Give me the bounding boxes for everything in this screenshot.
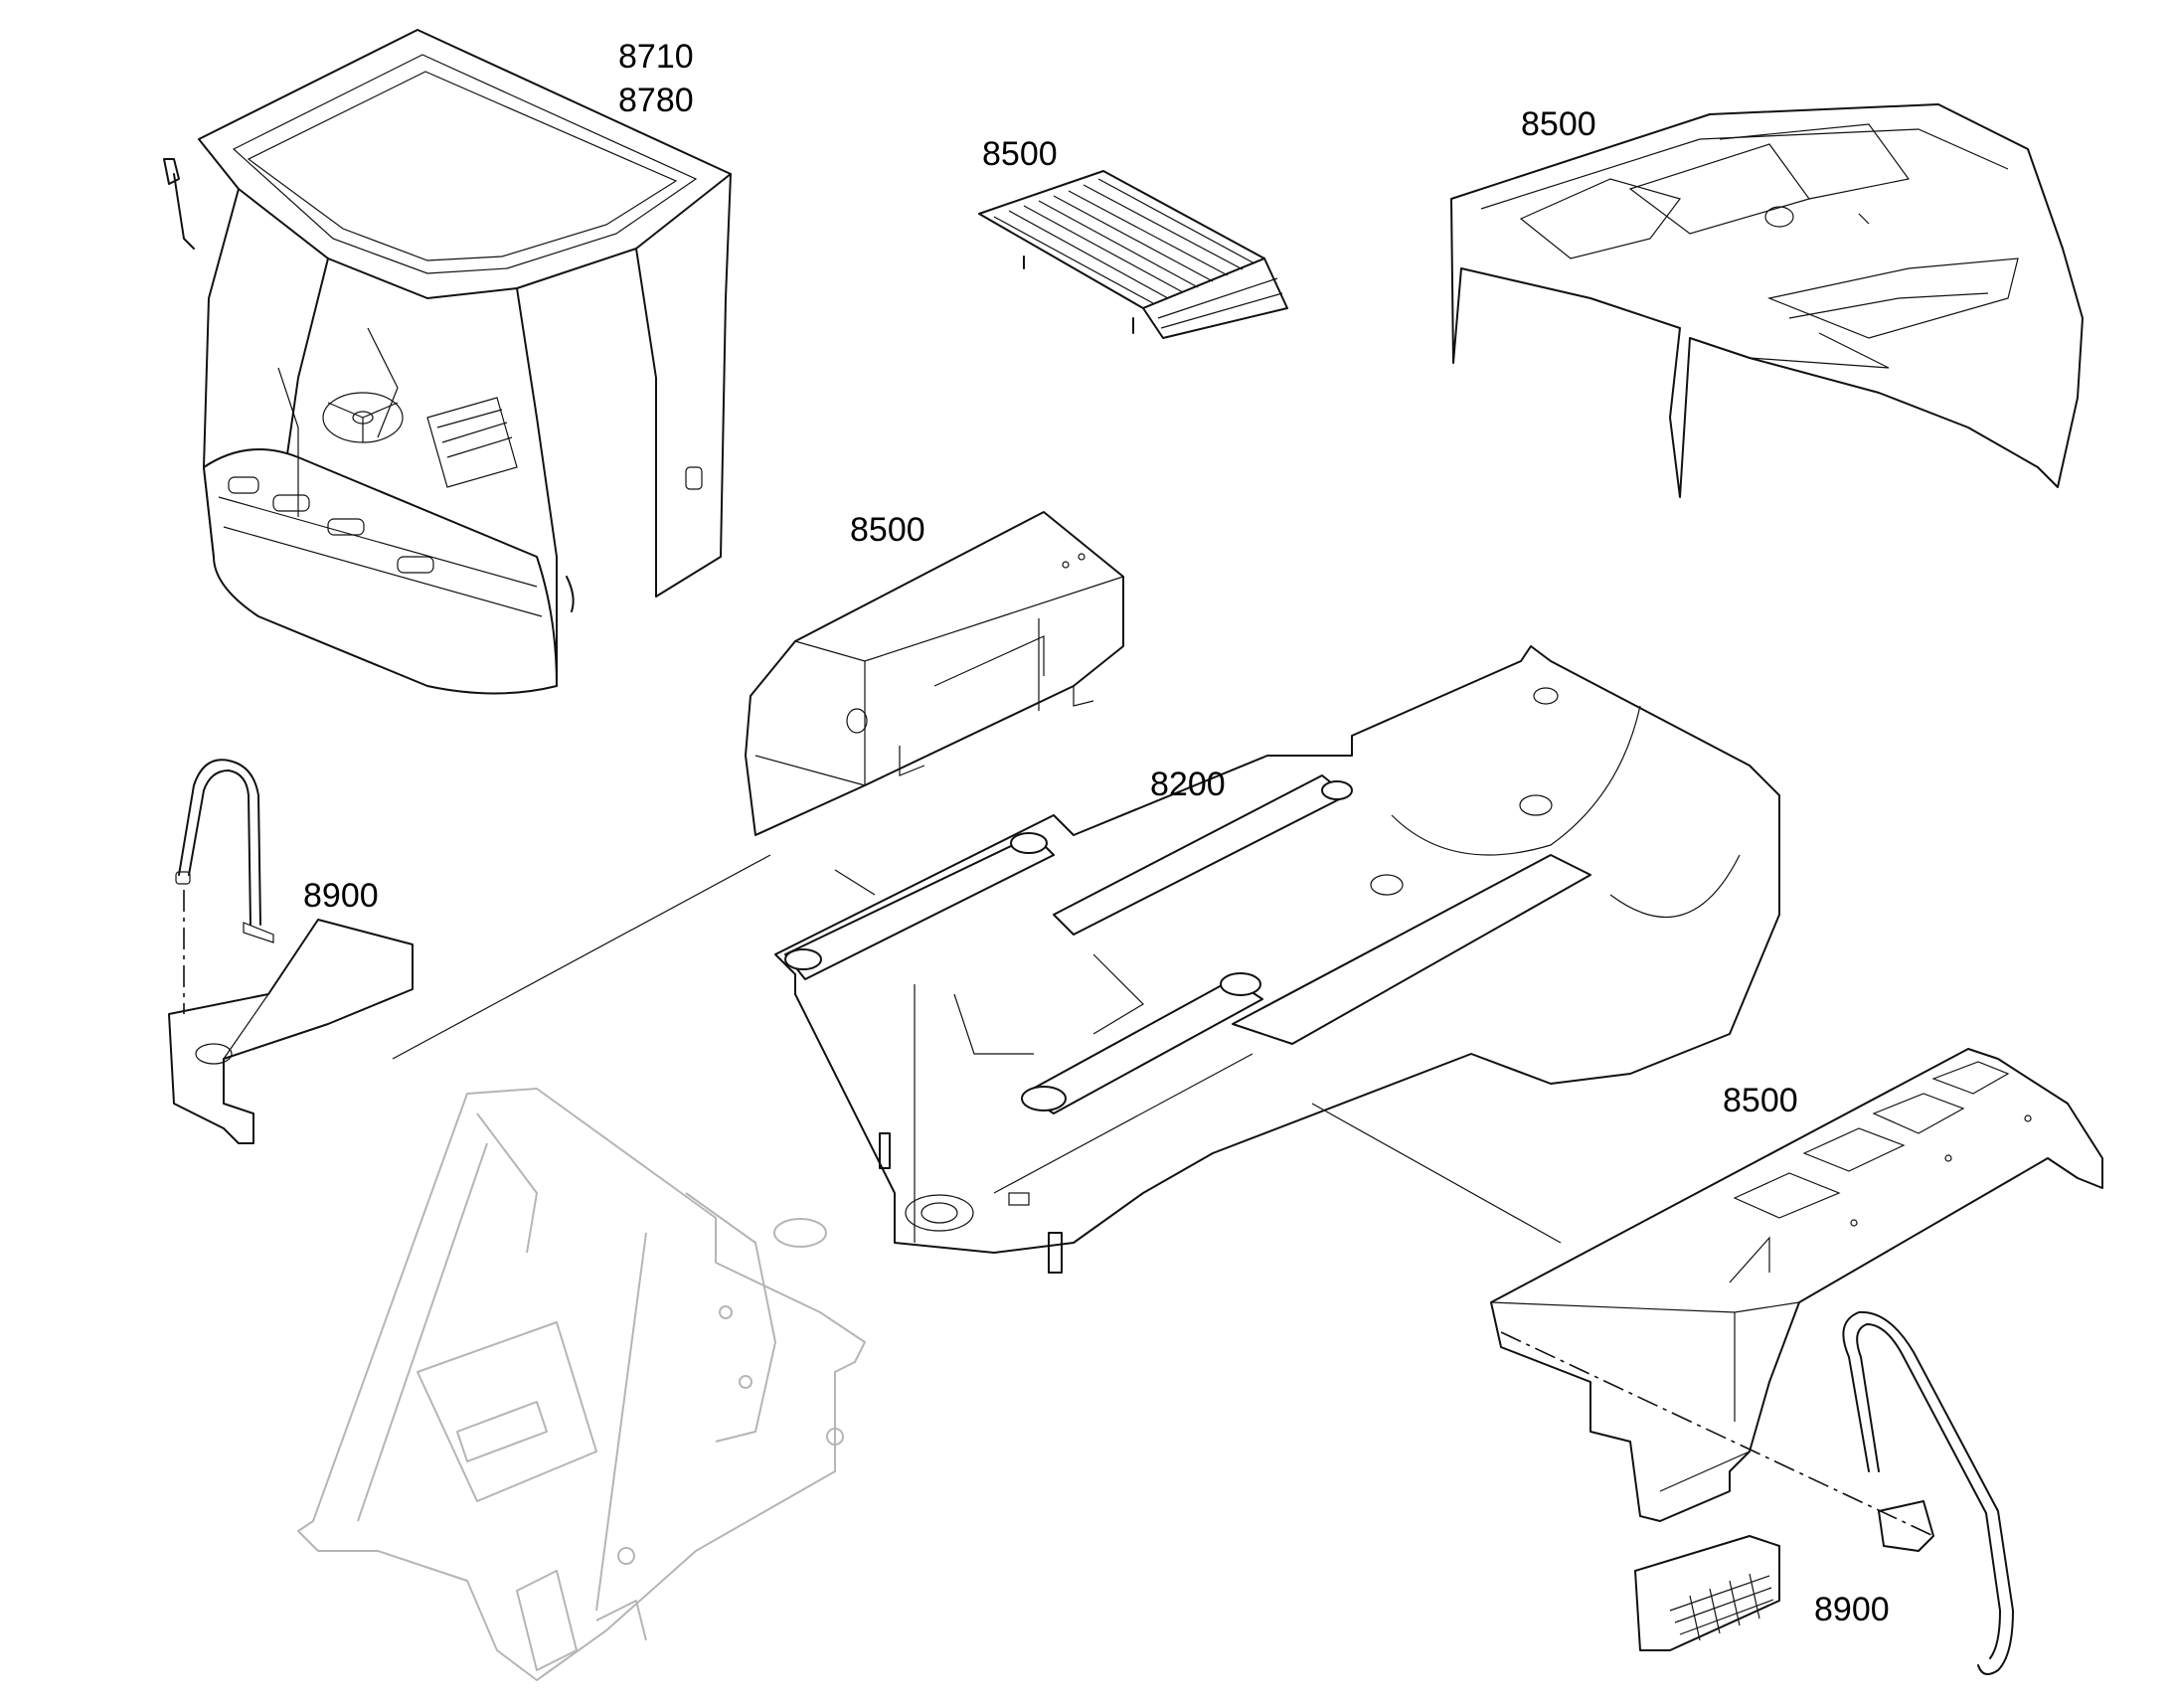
left-handrail-part-code: 8900 — [303, 877, 379, 915]
right-step-part-code: 8900 — [1814, 1591, 1890, 1628]
cab-part-code-2: 8780 — [618, 82, 694, 119]
hood-part-code: 8500 — [1521, 105, 1596, 143]
right-step-handrail — [1500, 1310, 2014, 1675]
frame-part-code: 8200 — [1150, 766, 1226, 803]
cab-part-code-1: 8710 — [618, 38, 694, 76]
right-fender-part-code: 8500 — [1723, 1082, 1798, 1119]
engine-hood — [1450, 103, 2084, 498]
grille-part-code: 8500 — [982, 135, 1058, 173]
main-frame — [774, 645, 1780, 1274]
cab-assembly — [163, 29, 732, 695]
loader-tower — [297, 1088, 866, 1681]
battery-box — [745, 511, 1124, 836]
battery-box-part-code: 8500 — [850, 511, 925, 549]
grille-panel — [978, 170, 1288, 339]
leader-lines — [392, 854, 1562, 1244]
right-fender — [1490, 1048, 2103, 1522]
left-handrail-step — [168, 759, 414, 1144]
